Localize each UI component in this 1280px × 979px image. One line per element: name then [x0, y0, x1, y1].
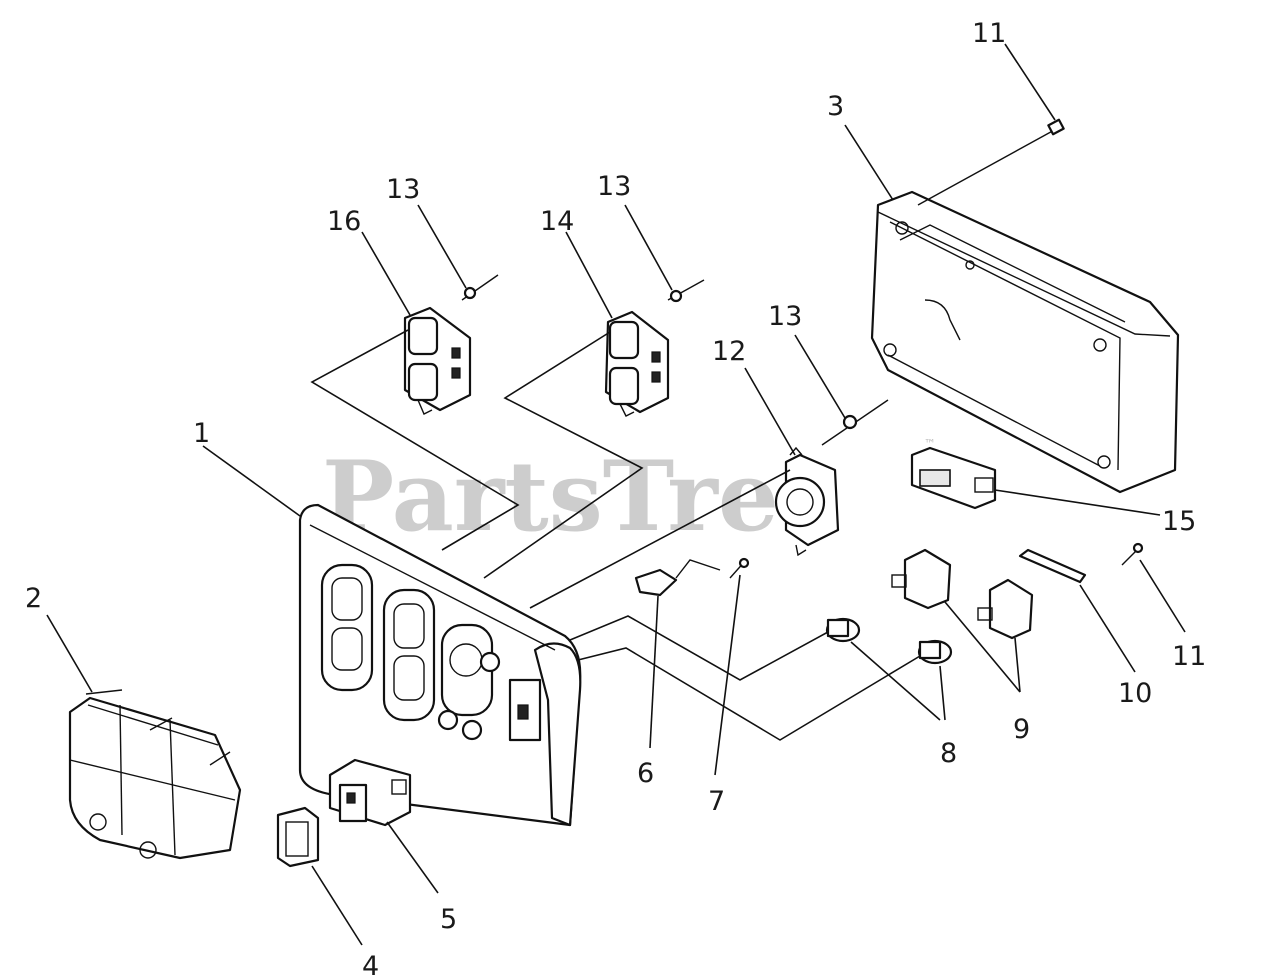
part-9-breakers	[891, 548, 1034, 640]
callout-labels: 1 2 3 4 5 6 7 8 9 10 11 11 12 13 13 13 1…	[25, 18, 1206, 979]
callout-15: 15	[1162, 506, 1196, 537]
leader-lines	[46, 43, 1186, 946]
part-14-duplex-receptacle	[604, 279, 705, 417]
callout-16: 16	[327, 206, 361, 237]
callout-13-left: 13	[386, 174, 420, 205]
part-10-bus-bar	[1018, 548, 1087, 584]
callout-8: 8	[940, 738, 957, 769]
part-12-twist-lock-receptacle	[774, 399, 889, 557]
watermark-trademark: ™	[924, 437, 936, 451]
callout-1: 1	[193, 418, 210, 449]
callout-4: 4	[362, 951, 379, 979]
callout-2: 2	[25, 583, 42, 614]
part-4-rocker-cover	[276, 806, 320, 868]
part-2-cover-plate	[68, 689, 242, 860]
callout-6: 6	[637, 758, 654, 789]
part-6-indicator	[634, 559, 721, 597]
callout-5: 5	[440, 904, 457, 935]
part-5-rocker-switch	[328, 758, 412, 827]
callout-14: 14	[540, 206, 574, 237]
part-16-duplex-receptacle	[403, 274, 499, 415]
part-11-screw-small	[1121, 542, 1144, 566]
callout-7: 7	[708, 786, 725, 817]
watermark: PartsTree	[322, 440, 840, 553]
callout-13-right: 13	[768, 301, 802, 332]
callout-11-right: 11	[1172, 641, 1206, 672]
callout-9: 9	[1013, 714, 1030, 745]
callout-10: 10	[1118, 678, 1152, 709]
part-11-screw-top	[917, 118, 1065, 206]
part-7-screw	[729, 557, 750, 579]
part-3-rear-housing	[870, 190, 1180, 494]
callout-12: 12	[712, 336, 746, 367]
callout-11-top: 11	[972, 18, 1006, 49]
part-15-switch-block	[910, 446, 997, 510]
callout-3: 3	[827, 91, 844, 122]
part-8-caps	[825, 617, 953, 665]
assembly-lines	[310, 329, 921, 741]
callout-13-middle: 13	[597, 171, 631, 202]
part-1-control-panel	[298, 503, 582, 827]
